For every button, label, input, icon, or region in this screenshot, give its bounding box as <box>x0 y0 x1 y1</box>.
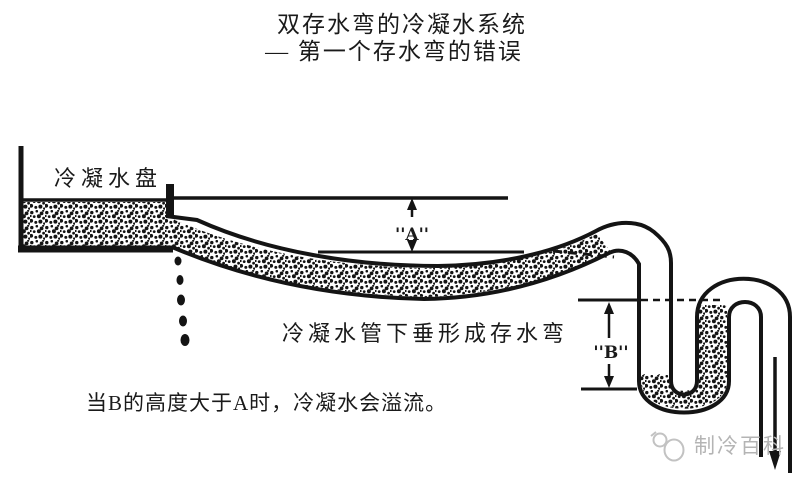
dim-a-label: ''A'' <box>395 225 429 245</box>
dim-b: ''B'' <box>593 302 629 388</box>
watermark-logo-icon <box>650 431 685 462</box>
trap-water-fill <box>641 305 727 409</box>
pan-water-fill <box>23 202 175 248</box>
crest-water-level-dashes <box>552 249 615 259</box>
pan-label: 冷凝水盘 <box>54 166 162 191</box>
outlet-flow-arrow <box>769 357 781 470</box>
watermark-text: 制冷百科 <box>694 434 786 458</box>
watermark: 制冷百科 <box>650 431 786 462</box>
dim-b-arrow-down-icon <box>604 376 614 388</box>
drip-droplet <box>179 315 187 327</box>
drip-droplet <box>174 256 182 266</box>
dim-b-arrow-up-icon <box>604 302 614 314</box>
flow-arrow-down-icon <box>769 451 781 470</box>
condensate-pipe <box>165 214 792 473</box>
dim-a: ''A'' <box>395 198 429 252</box>
drip-droplet <box>177 294 185 306</box>
pipe-outer-outline <box>165 214 792 473</box>
dim-a-arrow-down-icon <box>407 240 417 252</box>
caption-text: 当B的高度大于A时，冷凝水会溢流。 <box>86 391 447 415</box>
drip-droplets <box>174 256 190 346</box>
drip-droplet <box>176 275 184 285</box>
dim-a-arrow-up-icon <box>407 198 417 210</box>
title-line-2: — 第一个存水弯的错误 <box>264 39 523 64</box>
drip-droplet <box>180 334 190 346</box>
sag-pipe-label: 冷凝水管下垂形成存水弯 <box>282 321 568 346</box>
dim-b-label: ''B'' <box>593 343 628 363</box>
title-line-1: 双存水弯的冷凝水系统 <box>277 12 527 37</box>
sag-pipe-water-fill <box>170 218 611 297</box>
pipe-inner-outline <box>171 245 763 457</box>
condensate-pan <box>18 146 174 253</box>
